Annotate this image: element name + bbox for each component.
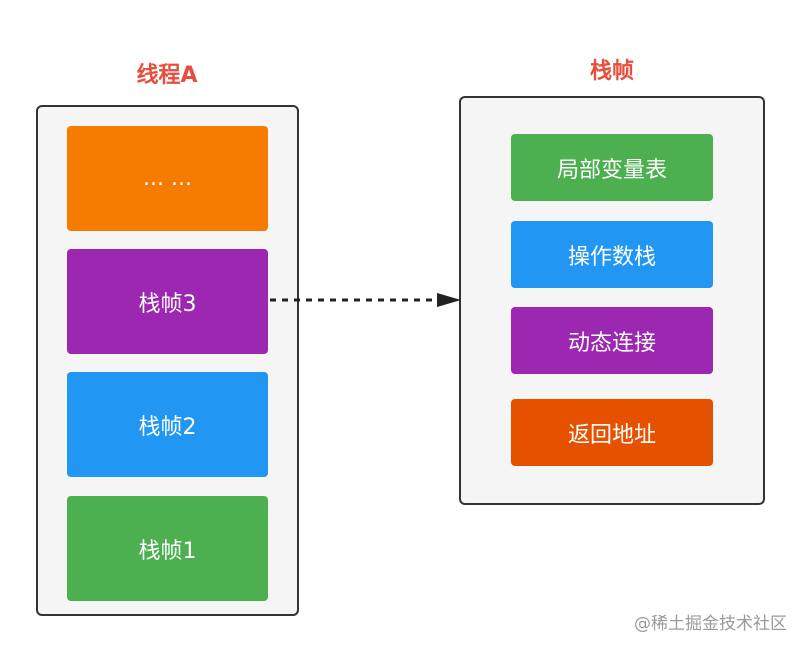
watermark: @稀土掘金技术社区 [634, 614, 787, 634]
thread-title: 线程A [136, 63, 198, 88]
stack-frame-ellipsis: ... ... [67, 126, 268, 231]
operand-stack: 操作数栈 [511, 221, 713, 288]
stack-frame-2: 栈帧2 [67, 372, 268, 477]
local-variable-table: 局部变量表 [511, 134, 713, 201]
stack-frame-1: 栈帧1 [67, 496, 268, 601]
frame-detail-title: 栈帧 [589, 59, 634, 84]
return-address: 返回地址 [511, 399, 713, 466]
stack-frame-3: 栈帧3 [67, 249, 268, 354]
dynamic-linking: 动态连接 [511, 307, 713, 374]
